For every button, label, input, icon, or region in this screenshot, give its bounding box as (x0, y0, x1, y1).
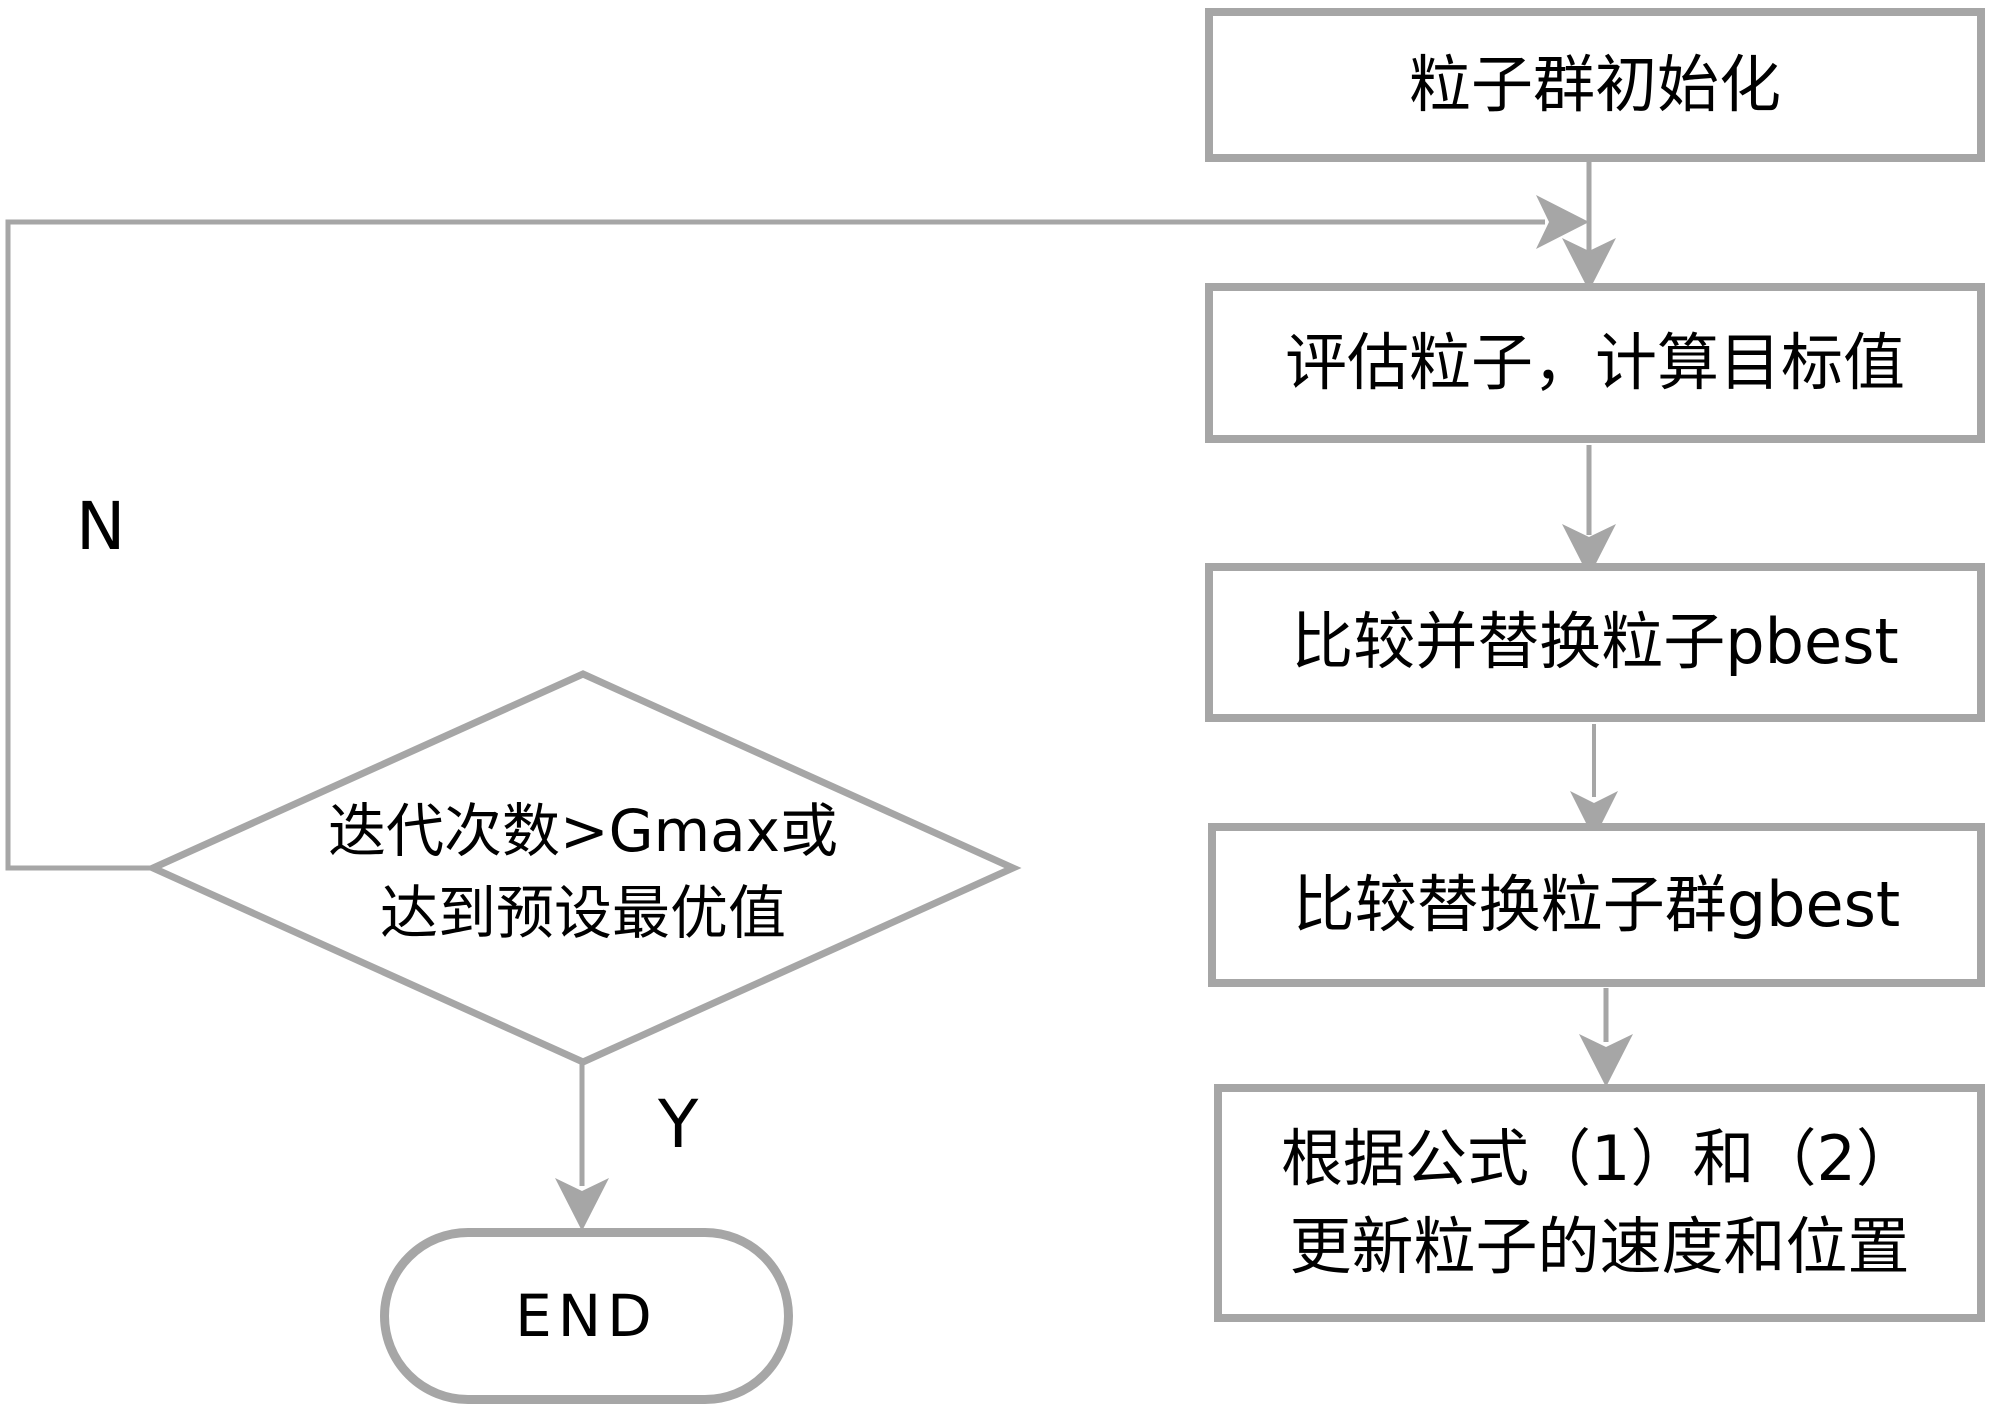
edge-decision-yes-arrowhead-icon (555, 1178, 609, 1231)
node-end-label: END (515, 1282, 658, 1350)
edge-gbest-to-update-arrowhead-icon (1579, 1034, 1633, 1087)
node-update-label-line1: 根据公式（1）和（2） (1281, 1121, 1918, 1195)
node-evaluate: 评估粒子，计算目标值 (1205, 283, 1985, 443)
node-decision-label-line2: 达到预设最优值 (379, 879, 786, 947)
node-replace-gbest: 比较替换粒子群gbest (1208, 823, 1985, 987)
node-evaluate-label: 评估粒子，计算目标值 (1284, 325, 1905, 399)
node-init: 粒子群初始化 (1205, 8, 1985, 162)
node-update-label-line2: 更新粒子的速度和位置 (1289, 1210, 1910, 1283)
node-decision-label: 迭代次数>Gmax或 达到预设最优值 (233, 790, 933, 954)
node-replace-pbest: 比较并替换粒子pbest (1205, 563, 1985, 722)
edge-feedback-arrowhead-icon (1536, 195, 1589, 249)
node-replace-gbest-label: 比较替换粒子群gbest (1292, 867, 1901, 941)
node-init-label: 粒子群初始化 (1408, 47, 1781, 121)
branch-label-no: N (76, 488, 126, 565)
node-end: END (380, 1228, 793, 1404)
branch-label-yes: Y (658, 1086, 699, 1163)
node-update: 根据公式（1）和（2） 更新粒子的速度和位置 (1214, 1084, 1985, 1322)
node-update-label: 根据公式（1）和（2） 更新粒子的速度和位置 (1281, 1115, 1918, 1291)
node-decision-label-line1: 迭代次数>Gmax或 (328, 797, 838, 865)
node-replace-pbest-label: 比较并替换粒子pbest (1291, 605, 1899, 679)
